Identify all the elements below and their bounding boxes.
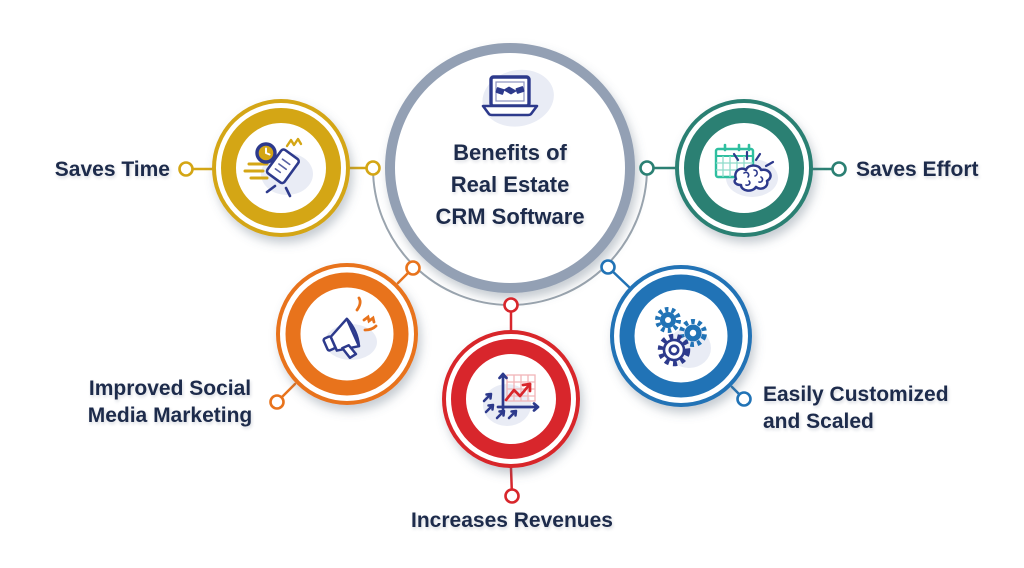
megaphone-icon — [322, 296, 378, 360]
label-increases-revenues: Increases Revenues — [411, 509, 613, 532]
gear-large — [657, 333, 691, 367]
central-circle — [385, 43, 635, 293]
laptop-handshake-icon — [481, 69, 554, 127]
central-title-line-2: Real Estate — [450, 172, 570, 197]
node-saves-time-label — [178, 161, 194, 177]
central-title-line-1: Benefits of — [453, 140, 567, 165]
central-title: Benefits of Real Estate CRM Software — [380, 137, 640, 233]
social-media-circle — [276, 263, 418, 405]
node-custom-inner — [600, 259, 616, 275]
label-improved-social-media-marketing: Improved Social Media Marketing — [52, 375, 288, 429]
increases-revenues-circle — [442, 330, 580, 468]
calendar-brain-icon — [714, 143, 778, 197]
label-saves-effort: Saves Effort — [856, 158, 979, 181]
central-title-line-3: CRM Software — [435, 204, 585, 229]
label-social-line-1: Improved Social — [88, 377, 252, 400]
label-social-line-2: Media Marketing — [87, 404, 253, 427]
running-document-clock-icon — [243, 137, 313, 198]
label-saves-time: Saves Time — [54, 158, 170, 181]
node-social-label — [269, 394, 285, 410]
label-custom-line-2: and Scaled — [763, 410, 874, 433]
node-saves-effort-inner — [639, 160, 655, 176]
node-saves-time-inner — [365, 160, 381, 176]
label-custom-line-1: Easily Customized — [763, 383, 949, 406]
node-revenues-inner — [503, 297, 519, 313]
label-easily-customized-and-scaled: Easily Customized and Scaled — [763, 381, 949, 435]
node-custom-label — [736, 391, 752, 407]
gears-icon — [655, 307, 711, 368]
customized-scaled-circle — [610, 265, 752, 407]
node-revenues-label — [504, 488, 520, 504]
gear-small — [655, 307, 681, 333]
saves-effort-circle — [675, 99, 813, 237]
connector-nodes — [178, 160, 847, 504]
node-saves-effort-label — [831, 161, 847, 177]
handshake-glyph — [495, 86, 525, 95]
node-social-inner — [405, 260, 421, 276]
saves-time-circle — [212, 99, 350, 237]
growth-chart-icon — [482, 372, 540, 426]
gear-medium — [679, 319, 707, 347]
